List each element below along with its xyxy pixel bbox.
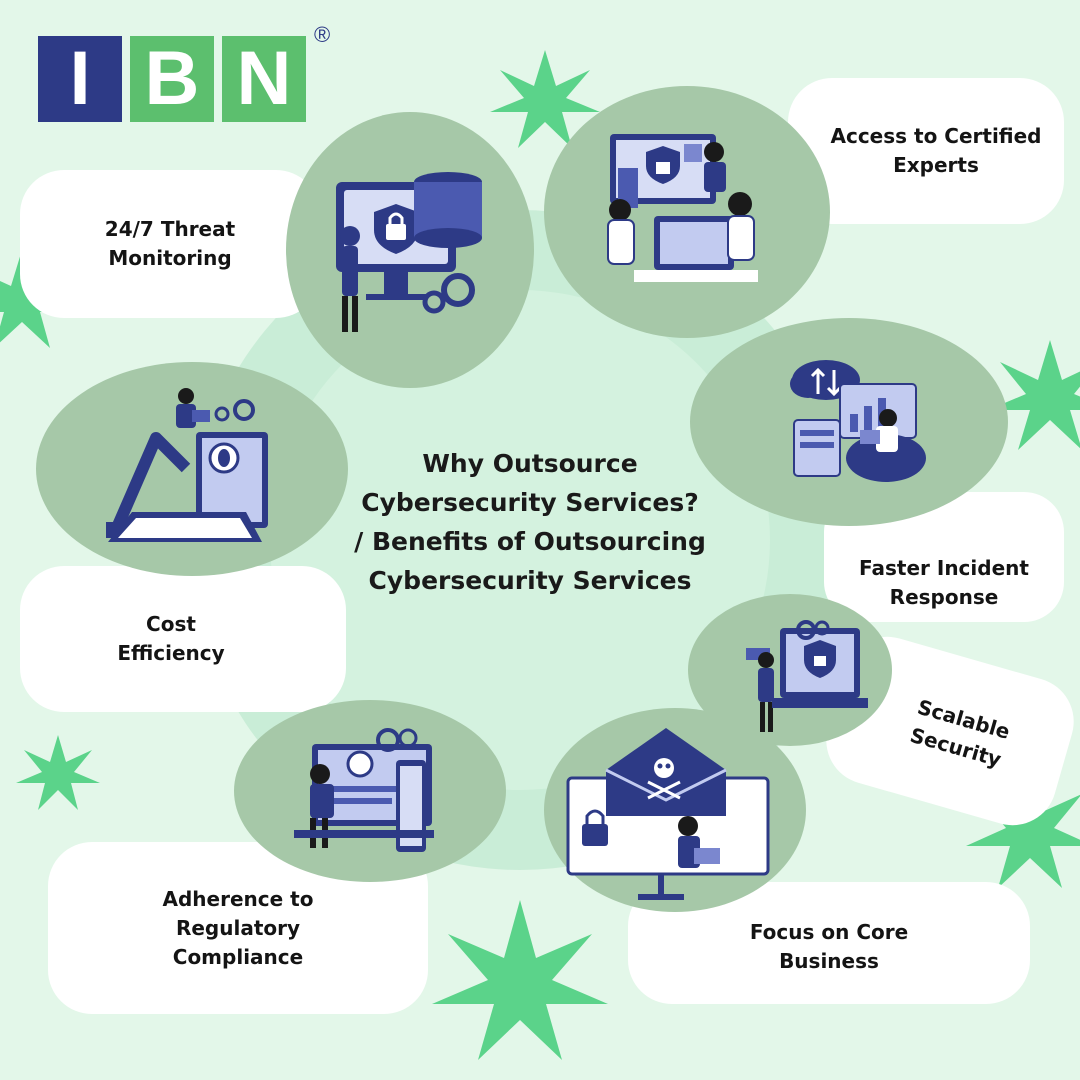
star-icon bbox=[432, 900, 608, 1060]
benefit-text: Faster Incident Response bbox=[859, 556, 1029, 609]
benefit-text: 24/7 Threat Monitoring bbox=[104, 217, 236, 270]
ibn-logo: I B N ® bbox=[38, 22, 330, 124]
benefit-label-certified-experts: Access to Certified Experts bbox=[788, 78, 1064, 224]
threat-monitoring-illustration bbox=[286, 112, 534, 388]
benefit-text: Focus on Core Business bbox=[749, 920, 909, 973]
star-icon bbox=[490, 50, 600, 148]
benefit-text: Scalable Security bbox=[907, 694, 1013, 772]
core-business-illustration bbox=[544, 708, 806, 912]
benefit-label-cost-efficiency: Cost Efficiency bbox=[20, 566, 346, 712]
title-line: / Benefits of Outsourcing bbox=[354, 527, 706, 556]
title-line: Cybersecurity Services? bbox=[361, 488, 699, 517]
benefit-text: Adherence to Regulatory Compliance bbox=[162, 886, 314, 969]
benefit-text: Access to Certified Experts bbox=[830, 124, 1042, 177]
star-icon bbox=[966, 770, 1080, 888]
cost-efficiency-illustration bbox=[36, 362, 348, 576]
registered-mark: ® bbox=[314, 22, 331, 47]
title-line: Cybersecurity Services bbox=[368, 566, 692, 595]
star-icon bbox=[16, 735, 100, 810]
logo-letter-b: B bbox=[130, 36, 214, 122]
star-icon bbox=[988, 340, 1080, 450]
benefit-text: Cost Efficiency bbox=[117, 612, 225, 665]
certified-experts-illustration bbox=[544, 86, 830, 338]
logo-letter-i: I bbox=[38, 36, 122, 122]
benefit-label-threat-monitoring: 24/7 Threat Monitoring bbox=[20, 170, 320, 318]
logo-letter-n: N bbox=[222, 36, 306, 122]
regulatory-compliance-illustration bbox=[234, 700, 506, 882]
title-line: Why Outsource bbox=[422, 449, 638, 478]
incident-response-illustration bbox=[690, 318, 1008, 526]
center-title: Why Outsource Cybersecurity Services? / … bbox=[330, 444, 730, 600]
